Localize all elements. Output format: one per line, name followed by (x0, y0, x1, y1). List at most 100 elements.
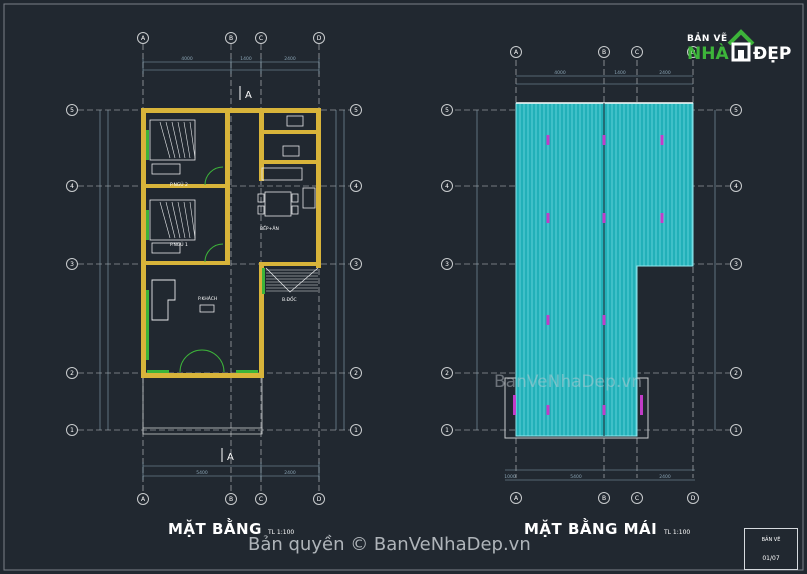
roof-plan-scale: TL 1:100 (664, 529, 691, 536)
roof-bubble-left-1-label: 1 (445, 427, 449, 434)
roof-bubble-left-4 (441, 180, 453, 192)
floor-bubble-bottom-C-label: C (259, 496, 263, 503)
floor-bubble-right-3 (350, 258, 362, 270)
floor-bubble-right-5 (350, 104, 362, 116)
floor-bubble-right-4 (350, 180, 362, 192)
dining-chair-2 (257, 205, 265, 215)
dining-chair-3 (291, 193, 299, 203)
floor-bubble-right-2 (350, 367, 362, 379)
roof-bubble-top-C-label: C (635, 49, 639, 56)
roof-dim-top-2: 2400 (659, 70, 671, 76)
door-stair (262, 268, 265, 294)
wall-bottom (141, 373, 264, 378)
roof-panels (504, 102, 694, 439)
floor-dim-top-2: 2400 (284, 56, 296, 62)
dining-chair-1 (257, 193, 265, 203)
roof-bubble-right-4 (730, 180, 742, 192)
roof-bubble-bottom-D-label: D (691, 495, 696, 502)
roof-bubble-left-2 (441, 367, 453, 379)
roof-bubble-right-5-label: 5 (734, 107, 738, 114)
tv-console (199, 304, 215, 313)
floor-bubble-top-B (225, 32, 237, 44)
floor-bubble-right-1 (350, 424, 362, 436)
floor-dim-bottom-0: 5400 (196, 470, 208, 476)
wardrobe-bedroom2 (151, 163, 181, 175)
dining-table (264, 191, 292, 217)
roof-bubble-top-D (687, 46, 699, 58)
floor-bubble-left-1-label: 1 (70, 427, 74, 434)
wall-wc-bottom (259, 160, 319, 164)
wall-right-lower (259, 262, 264, 378)
room-label-2: BẾP+ĂN (260, 224, 279, 232)
floor-bubble-top-C (255, 32, 267, 44)
roof-gutter-left (513, 395, 516, 415)
floor-bubble-left-5 (66, 104, 78, 116)
roof-plan-title: MẶT BẰNG MÁI (524, 520, 658, 538)
roof-drain-mark-1 (546, 213, 550, 223)
section-mark-top: A (245, 90, 252, 101)
porch-step (142, 427, 263, 435)
floor-bubble-bottom-A-label: A (141, 496, 146, 503)
floor-bubble-bottom-B-label: B (229, 496, 233, 503)
roof-drain-mark-3 (602, 135, 606, 145)
dining-chair-4 (291, 205, 299, 215)
roof-bubble-right-3-label: 3 (734, 261, 738, 268)
roof-bubble-bottom-B (598, 492, 610, 504)
floor-bubble-left-3 (66, 258, 78, 270)
copyright-watermark: Bản quyền © BanVeNhaDep.vn (248, 534, 531, 555)
roof-dim-bottom-2: 2400 (659, 474, 671, 480)
bed2-hatch-1 (165, 121, 176, 159)
door-swing-main-left (179, 349, 203, 373)
floor-dim-bottom-1: 2400 (284, 470, 296, 476)
floor-bubble-right-4-label: 4 (354, 183, 358, 190)
floor-bubble-left-4-label: 4 (70, 183, 74, 190)
roof-bubble-left-5-label: 5 (445, 107, 449, 114)
sheet-info-box: BẢN VẼ 01/07 (744, 528, 798, 570)
wall-bedroom-bottom (141, 261, 230, 265)
floor-bubble-right-3-label: 3 (354, 261, 358, 268)
roof-dim-bottom-0: 1000 (504, 474, 516, 480)
sofa (151, 279, 176, 321)
door-swing-bedroom1 (204, 243, 224, 263)
logo-brand-green: NHÀ (687, 44, 729, 64)
floor-bubble-bottom-D-label: D (317, 496, 322, 503)
toilet-wc2 (282, 145, 300, 157)
roof-bubble-bottom-A-label: A (514, 495, 519, 502)
roof-bubble-left-3 (441, 258, 453, 270)
dimension-lines (99, 58, 716, 481)
roof-bubble-top-D-label: D (691, 49, 696, 56)
logo-top-text: BẢN VẼ (687, 34, 728, 44)
roof-bubble-bottom-C-label: C (635, 495, 639, 502)
floor-bubble-left-2-label: 2 (70, 370, 74, 377)
bed-bedroom2 (149, 119, 196, 161)
walls (141, 108, 321, 435)
roof-drain-mark-6 (660, 135, 664, 145)
bed-bedroom1 (149, 199, 196, 241)
floor-bubble-left-1 (66, 424, 78, 436)
floor-plan-scale: TL 1:100 (268, 529, 295, 536)
floor-bubble-left-5-label: 5 (70, 107, 74, 114)
roof-drain-mark-7 (660, 213, 664, 223)
floor-bubble-left-2 (66, 367, 78, 379)
wall-kitchen-bottom (259, 262, 319, 266)
floor-bubble-left-3-label: 3 (70, 261, 74, 268)
window-front-right (236, 370, 258, 373)
roof-bubble-top-C (631, 46, 643, 58)
floor-plan-title: MẶT BẰNG (168, 520, 262, 538)
drawing-border (3, 3, 804, 571)
bed2-hatch-5 (189, 121, 196, 159)
wall-wc-left (259, 113, 264, 181)
wall-top (141, 108, 321, 113)
room-label-4: B.ĐỐC (282, 295, 297, 303)
roof-bubble-left-3-label: 3 (445, 261, 449, 268)
floor-dim-top-1: 1400 (240, 56, 252, 62)
door-swing-main-right (201, 349, 225, 373)
roof-bubble-right-1-label: 1 (734, 427, 738, 434)
roof-gutter-right (640, 395, 643, 415)
bed1-hatch-1 (165, 201, 176, 239)
roof-bubble-right-1 (730, 424, 742, 436)
roof-bubble-left-5 (441, 104, 453, 116)
toilet-wc1 (286, 115, 304, 127)
